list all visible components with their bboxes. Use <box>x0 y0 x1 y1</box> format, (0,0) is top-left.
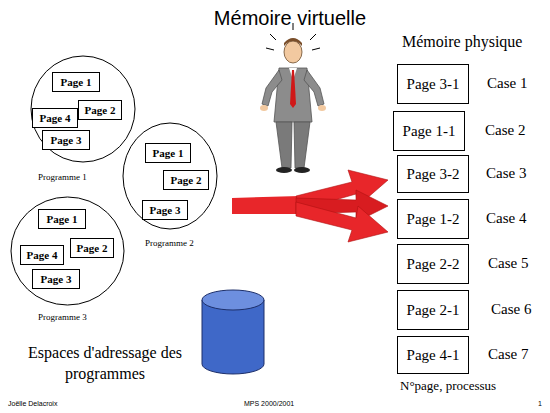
page-name: Page 3 <box>150 204 181 216</box>
page-box: Page 4 <box>20 245 64 265</box>
program-name: Programme 2 <box>145 238 235 249</box>
page-box: Page 1 <box>145 143 191 163</box>
frame-content: Page 4-1 <box>407 347 460 364</box>
page-box: Page 3 <box>32 269 80 289</box>
page-box: Page 3 <box>142 200 188 220</box>
circle-shape <box>123 123 217 229</box>
frame-number: Case 2 <box>485 122 525 139</box>
slide-title: Mémoire virtuelle <box>0 7 550 30</box>
page-name: Page 2 <box>77 242 108 254</box>
man-figure <box>260 23 326 173</box>
program-name: Programme 3 <box>38 312 128 323</box>
frame-content: Page 2-2 <box>407 256 460 273</box>
page-name: Page 1 <box>153 147 184 159</box>
circle-shape <box>11 197 124 305</box>
memory-frame: Page 3-1 <box>397 64 469 104</box>
frame-number: Case 3 <box>486 165 526 182</box>
frame-content: Page 2-1 <box>407 302 460 319</box>
program-space: Programme 3Page 1Page 2Page 4Page 3 <box>10 196 125 306</box>
course-code: MPS 2000/2001 <box>244 400 294 408</box>
program-space: Programme 2Page 1Page 2Page 3 <box>122 122 218 230</box>
page-box: Page 4 <box>32 108 78 128</box>
memory-frame: Page 4-1 <box>397 336 469 374</box>
page-number: 1 <box>538 400 542 408</box>
frame-content: Page 1-1 <box>403 123 456 140</box>
circle-shape <box>31 56 135 162</box>
frame-number: Case 1 <box>487 75 527 92</box>
program-space: Programme 1Page 1Page 2Page 4Page 3 <box>30 55 136 163</box>
memory-frame: Page 2-2 <box>397 244 469 284</box>
memory-frame: Page 1-1 <box>393 111 465 151</box>
section-heading: Mémoire physique <box>402 33 522 51</box>
memory-frame: Page 1-2 <box>397 199 469 239</box>
frame-content: Page 1-2 <box>407 211 460 228</box>
red-arrow <box>232 170 388 242</box>
frame-content: Page 3-1 <box>407 76 460 93</box>
frame-number: Case 6 <box>491 301 531 318</box>
frame-number: Case 4 <box>486 210 526 227</box>
program-name: Programme 1 <box>38 172 128 183</box>
page-box: Page 2 <box>78 100 122 120</box>
disk-cylinder <box>202 290 264 374</box>
page-box: Page 1 <box>52 72 100 92</box>
memory-frame: Page 3-2 <box>397 155 469 193</box>
caption-note: Espaces d'adressage des programmes <box>12 342 198 384</box>
frame-number: Case 7 <box>488 346 528 363</box>
page-name: Page 3 <box>51 134 82 146</box>
page-name: Page 2 <box>171 174 202 186</box>
frame-number: Case 5 <box>488 255 528 272</box>
page-name: Page 4 <box>40 112 71 124</box>
page-box: Page 1 <box>38 209 86 229</box>
page-name: Page 1 <box>47 213 78 225</box>
page-name: Page 1 <box>61 76 92 88</box>
memory-frame: Page 2-1 <box>397 290 469 330</box>
memory-note: N°page, processus <box>400 378 496 393</box>
page-box: Page 2 <box>163 170 209 190</box>
page-name: Page 4 <box>27 249 58 261</box>
frame-content: Page 3-2 <box>407 166 460 183</box>
page-box: Page 2 <box>70 238 114 258</box>
page-box: Page 3 <box>42 130 90 150</box>
author: Joëlle Delacroix <box>8 400 57 408</box>
page-name: Page 2 <box>85 104 116 116</box>
page-name: Page 3 <box>41 273 72 285</box>
